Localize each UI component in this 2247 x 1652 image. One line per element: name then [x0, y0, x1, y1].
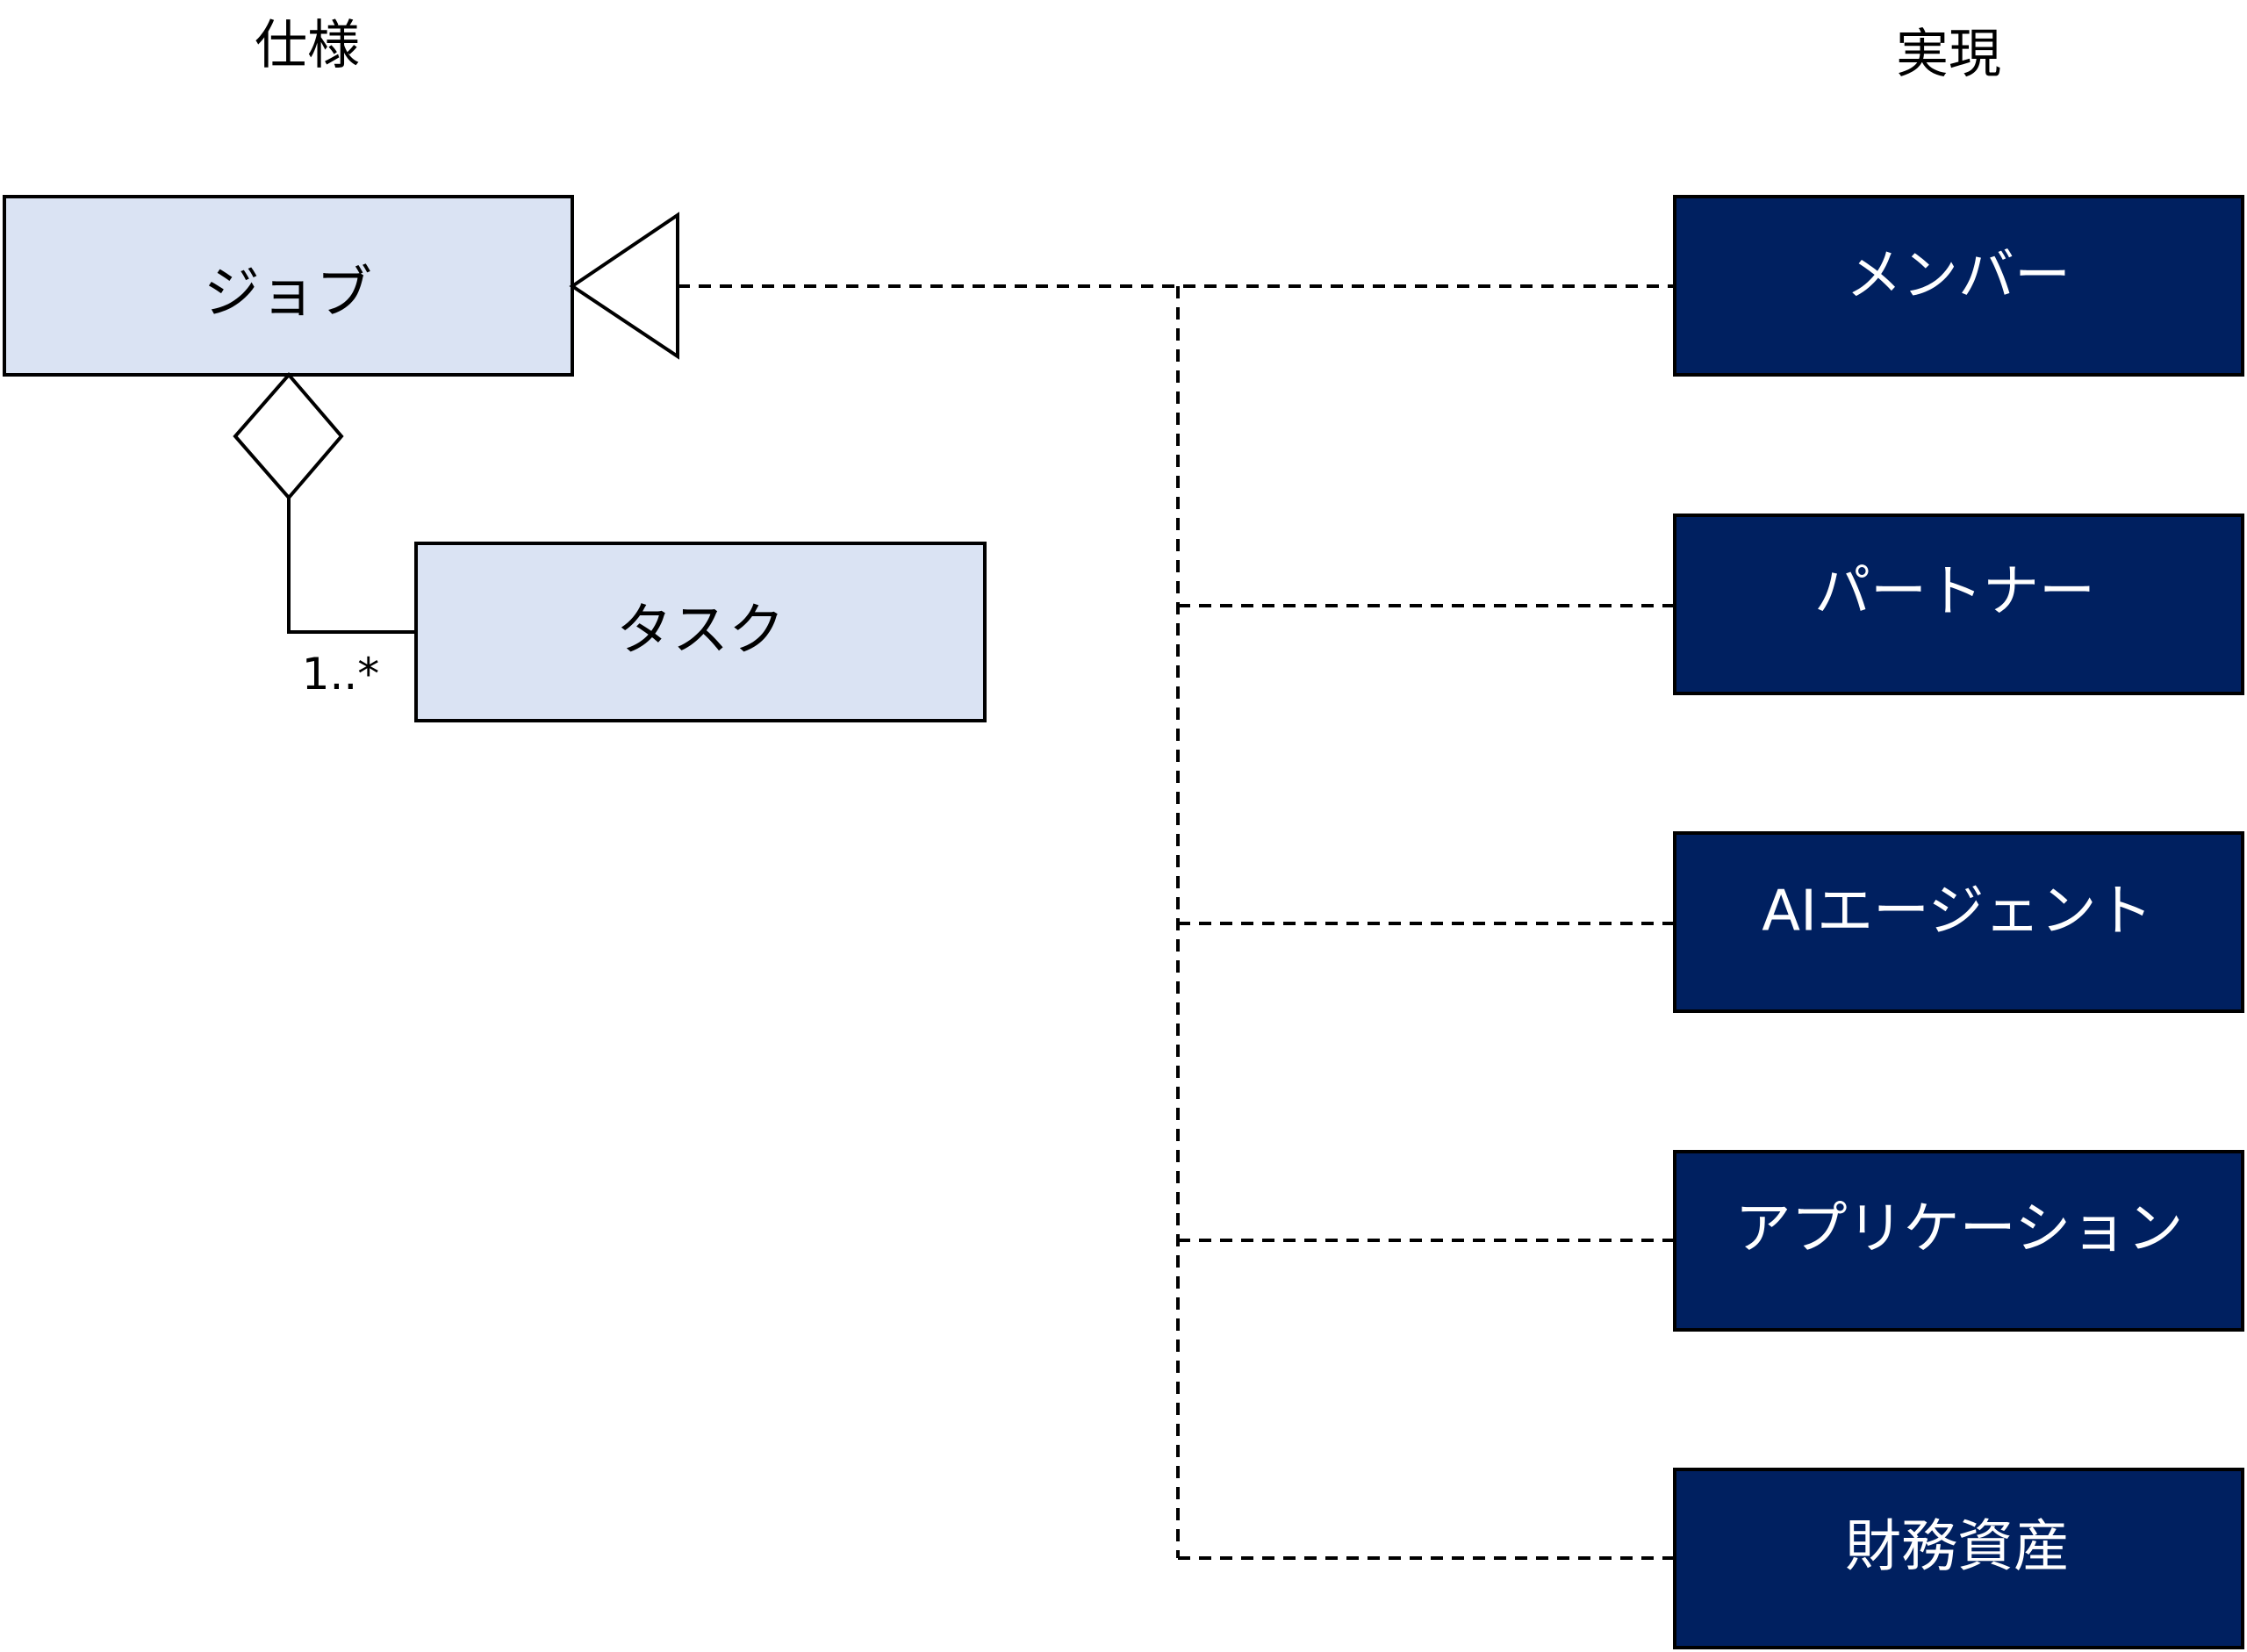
- impl-application[interactable]: アプリケーション: [1673, 1150, 2244, 1332]
- job-class[interactable]: ジョブ: [3, 195, 574, 377]
- ai-agent-box: [1673, 831, 2244, 1013]
- job-box: [3, 195, 574, 377]
- aggregation-line: [287, 498, 416, 634]
- ai-agent-label: AIエージェント: [1762, 880, 2152, 945]
- application-label: アプリケーション: [1735, 1197, 2184, 1262]
- impl-financial-asset[interactable]: 財務資産: [1673, 1468, 2244, 1649]
- task-class[interactable]: タスク: [414, 542, 987, 722]
- partner-label: パートナー: [1814, 560, 2095, 625]
- financial-asset-label: 財務資産: [1845, 1515, 2070, 1580]
- heading-impl: 実現: [1896, 24, 2001, 85]
- application-box: [1673, 1150, 2244, 1332]
- task-label: タスク: [616, 599, 785, 664]
- member-label: メンバー: [1846, 244, 2071, 309]
- aggregation-diamond: [233, 371, 344, 501]
- realization-triangle: [569, 212, 679, 360]
- task-box: [414, 542, 987, 722]
- aggregation-relation: 1..*: [233, 371, 416, 700]
- realization-relation: [569, 212, 1675, 1560]
- impl-partner[interactable]: パートナー: [1673, 514, 2244, 695]
- financial-asset-box: [1673, 1468, 2244, 1649]
- impl-ai-agent[interactable]: AIエージェント: [1673, 831, 2244, 1013]
- multiplicity-label: 1..*: [302, 649, 380, 700]
- job-label: ジョブ: [204, 262, 372, 327]
- impl-member[interactable]: メンバー: [1673, 195, 2244, 377]
- partner-box: [1673, 514, 2244, 695]
- heading-spec: 仕様: [255, 15, 360, 76]
- member-box: [1673, 195, 2244, 377]
